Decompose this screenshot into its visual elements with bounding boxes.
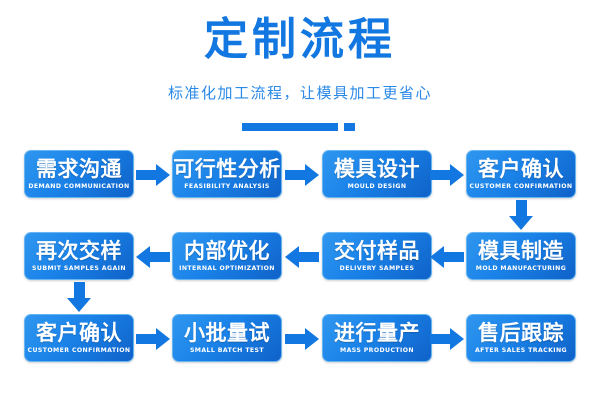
- flow-node-customer-confirmation-2[interactable]: 客户确认 CUSTOMER CONFIRMATION: [24, 314, 134, 362]
- flow-node-label-cn: 可行性分析: [173, 157, 281, 182]
- flow-node-label-en: FEASIBILITY ANALYSIS: [184, 182, 270, 190]
- flow-node-label-en: DELIVERY SAMPLES: [339, 264, 415, 272]
- arrow-shaft: [516, 200, 527, 218]
- flow-row-1: 需求沟通 DEMAND COMMUNICATION 可行性分析 FEASIBIL…: [0, 150, 600, 232]
- arrow-right-icon: [285, 164, 319, 186]
- flow-node-label-en: CUSTOMER CONFIRMATION: [469, 182, 573, 190]
- flow-node-label-en: MASS PRODUCTION: [340, 346, 414, 354]
- arrow-down-icon: [509, 200, 533, 230]
- arrow-shaft: [430, 334, 450, 344]
- arrow-shaft: [299, 252, 319, 262]
- flow-node-mold-manufacturing[interactable]: 模具制造 MOLD MANUFACTURING: [466, 232, 576, 280]
- flow-node-label-cn: 小批量试: [184, 321, 270, 346]
- divider-square: [344, 123, 355, 131]
- flow-node-label-cn: 内部优化: [184, 239, 270, 264]
- flow-node-label-en: INTERNAL OPTIMIZATION: [179, 264, 275, 272]
- flow-node-label-cn: 进行量产: [334, 321, 420, 346]
- flow-node-feasibility-analysis[interactable]: 可行性分析 FEASIBILITY ANALYSIS: [172, 150, 282, 198]
- flow-node-label-en: MOULD DESIGN: [347, 182, 407, 190]
- flow-node-label-en: DEMAND COMMUNICATION: [28, 182, 130, 190]
- arrow-head: [450, 328, 464, 350]
- arrow-head: [509, 216, 533, 230]
- arrow-head: [156, 164, 170, 186]
- arrow-shaft: [136, 334, 156, 344]
- process-flow: 需求沟通 DEMAND COMMUNICATION 可行性分析 FEASIBIL…: [0, 150, 600, 396]
- arrow-head: [285, 246, 299, 268]
- arrow-head: [305, 328, 319, 350]
- arrow-head: [156, 328, 170, 350]
- arrow-head: [450, 164, 464, 186]
- arrow-right-icon: [430, 328, 464, 350]
- flow-node-label-cn: 再次交样: [36, 239, 122, 264]
- arrow-right-icon: [285, 328, 319, 350]
- flow-node-label-cn: 需求沟通: [36, 157, 122, 182]
- flow-row-2: 再次交样 SUBMIT SAMPLES AGAIN 内部优化 INTERNAL …: [0, 232, 600, 314]
- arrow-right-icon: [430, 164, 464, 186]
- flow-node-label-en: CUSTOMER CONFIRMATION: [27, 346, 131, 354]
- arrow-head: [136, 246, 150, 268]
- page-title: 定制流程: [204, 14, 396, 65]
- arrow-head: [305, 164, 319, 186]
- flow-node-label-en: AFTER SALES TRACKING: [474, 346, 568, 354]
- flow-node-internal-optimization[interactable]: 内部优化 INTERNAL OPTIMIZATION: [172, 232, 282, 280]
- flow-node-label-cn: 售后跟踪: [478, 321, 564, 346]
- page-subtitle: 标准化加工流程，让模具加工更省心: [167, 84, 432, 102]
- flow-node-mould-design[interactable]: 模具设计 MOULD DESIGN: [322, 150, 432, 198]
- arrow-head: [67, 298, 91, 312]
- arrow-shaft: [150, 252, 170, 262]
- arrow-shaft: [430, 170, 450, 180]
- divider-bar: [242, 123, 338, 131]
- flow-node-label-cn: 模具制造: [478, 239, 564, 264]
- arrow-shaft: [444, 252, 464, 262]
- flow-row-3: 客户确认 CUSTOMER CONFIRMATION 小批量试 SMALL BA…: [0, 314, 600, 396]
- flow-node-customer-confirmation-1[interactable]: 客户确认 CUSTOMER CONFIRMATION: [466, 150, 576, 198]
- flow-node-label-cn: 模具设计: [334, 157, 420, 182]
- flow-node-delivery-samples[interactable]: 交付样品 DELIVERY SAMPLES: [322, 232, 432, 280]
- arrow-head: [430, 246, 444, 268]
- flow-node-label-en: SUBMIT SAMPLES AGAIN: [32, 264, 126, 272]
- flow-node-label-cn: 客户确认: [478, 157, 564, 182]
- arrow-down-icon: [67, 282, 91, 312]
- arrow-left-icon: [285, 246, 319, 268]
- title-divider: [0, 122, 600, 132]
- flow-node-after-sales-tracking[interactable]: 售后跟踪 AFTER SALES TRACKING: [466, 314, 576, 362]
- flow-node-small-batch-test[interactable]: 小批量试 SMALL BATCH TEST: [172, 314, 282, 362]
- flow-node-demand-communication[interactable]: 需求沟通 DEMAND COMMUNICATION: [24, 150, 134, 198]
- arrow-shaft: [136, 170, 156, 180]
- flow-node-label-en: MOLD MANUFACTURING: [475, 264, 567, 272]
- flow-node-submit-samples-again[interactable]: 再次交样 SUBMIT SAMPLES AGAIN: [24, 232, 134, 280]
- arrow-shaft: [285, 334, 305, 344]
- header: 定制流程 标准化加工流程，让模具加工更省心: [0, 0, 600, 103]
- arrow-left-icon: [430, 246, 464, 268]
- flow-node-label-cn: 客户确认: [36, 321, 122, 346]
- arrow-shaft: [74, 282, 85, 300]
- arrow-left-icon: [136, 246, 170, 268]
- arrow-right-icon: [136, 328, 170, 350]
- flow-node-mass-production[interactable]: 进行量产 MASS PRODUCTION: [322, 314, 432, 362]
- arrow-right-icon: [136, 164, 170, 186]
- arrow-shaft: [285, 170, 305, 180]
- flow-node-label-cn: 交付样品: [334, 239, 420, 264]
- flow-node-label-en: SMALL BATCH TEST: [189, 346, 265, 354]
